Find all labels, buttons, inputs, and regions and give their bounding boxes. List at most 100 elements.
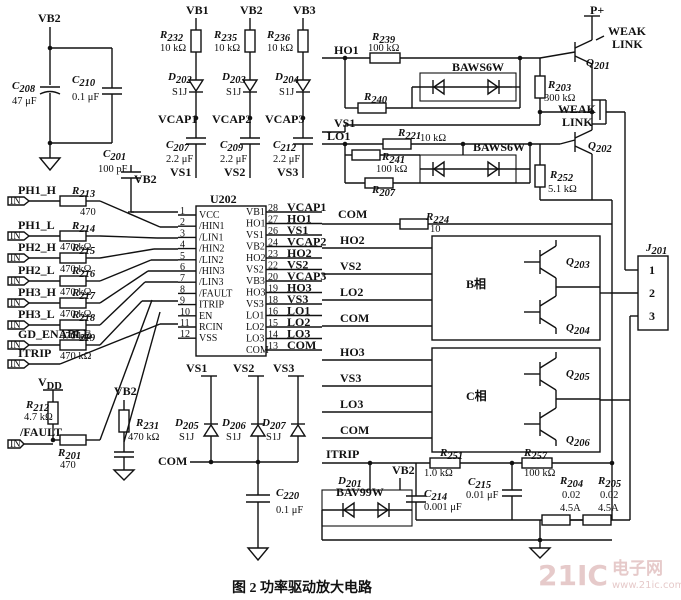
diode-value: S1J: [226, 432, 241, 443]
pin-name: COM: [246, 345, 269, 356]
r224-value: 10: [430, 224, 441, 235]
net-label-lo2: LO2: [340, 285, 363, 299]
c220-capacitor: COM C220 0.1 μF: [158, 454, 303, 562]
ic-pin-8: 8/FAULT: [178, 284, 232, 299]
resistor-ref: R216: [71, 265, 96, 280]
pin-name: EN: [199, 311, 212, 322]
ic-pin-7: 7/LIN3: [178, 273, 223, 288]
pin-number: 10: [180, 307, 190, 318]
net-label-vs3: VS3: [340, 371, 361, 385]
in-tag: IN: [10, 359, 21, 370]
pin-number: 1: [180, 206, 185, 217]
vs-net-label: VS3: [273, 361, 294, 375]
j201-ref: J201: [645, 242, 667, 257]
pin-number: 8: [180, 284, 185, 295]
c220-value: 0.1 μF: [276, 505, 303, 516]
vb2-rail-label: VB2: [38, 11, 61, 25]
resistor-value: 470 kΩ: [60, 242, 92, 253]
rail-label: VB1: [186, 3, 209, 17]
net-label: VCAP2: [287, 235, 326, 249]
vcap-label: VCAP3: [265, 112, 304, 126]
net-label-ho2: HO2: [340, 233, 365, 247]
com-label-a: COM: [338, 207, 367, 221]
vs1-label: VS1: [334, 116, 355, 130]
vb2-net-label-c201: VB2: [134, 172, 157, 186]
c201-ref: C201: [103, 148, 126, 163]
net-label: LO3: [287, 327, 310, 341]
pin-name: /HIN2: [199, 244, 225, 255]
phase-title: C相: [466, 388, 487, 403]
pin-number: 23: [268, 249, 278, 260]
resistor-ref: R232: [159, 29, 184, 44]
pin-number: 26: [268, 226, 278, 237]
capacitor-value: 2.2 μF: [220, 154, 247, 165]
diode-ref: D204: [274, 71, 299, 86]
r203-ref: R203: [547, 79, 571, 94]
c215-value: 0.01 μF: [466, 490, 499, 501]
input-label: ITRIP: [18, 346, 51, 360]
baws-label-1: BAWS6W: [452, 60, 504, 74]
diode-ref: D205: [174, 417, 199, 432]
pin-name: /HIN1: [199, 221, 225, 232]
watermark-logo: 21IC 电子网 www.21ic.com: [538, 558, 681, 592]
r239-value: 100 kΩ: [368, 43, 400, 54]
baws-label-2: BAWS6W: [473, 140, 525, 154]
net-label: LO2: [287, 315, 310, 329]
in-tag: IN: [10, 340, 21, 351]
r204-current: 4.5A: [560, 503, 581, 514]
fault-section: VDD R212 4.7 kΩ /FAULT IN R201 470 VB2 R…: [7, 299, 161, 481]
input-port-icon: [7, 276, 31, 286]
j201-pin-2: 2: [649, 286, 655, 300]
weak-label-1: WEAK: [608, 24, 647, 38]
resistor-value: 470 kΩ: [60, 351, 92, 362]
net-label-com: COM: [340, 311, 369, 325]
ic-pin-2: 2/HIN1: [178, 217, 225, 232]
r224-ref: R224: [425, 211, 449, 226]
a-phase-driver: P+ WEAK LINK Q201 HO1 R239 100 kΩ BAWS6W: [322, 3, 647, 520]
capacitor-value: 2.2 μF: [166, 154, 193, 165]
transistor-ref: Q205: [566, 368, 590, 383]
pin-name: /HIN3: [199, 266, 225, 277]
net-label: HO1: [287, 212, 312, 226]
vdd-label: VDD: [38, 375, 62, 392]
d201-ref: D201: [337, 475, 362, 490]
rail-label: VB3: [293, 3, 316, 17]
net-label: VS1: [287, 223, 308, 237]
pin-number: 24: [268, 238, 278, 249]
vcap-label: VCAP2: [212, 112, 251, 126]
cap-net-label: VS3: [277, 165, 298, 179]
ic-pin-6: 6/HIN3: [178, 262, 225, 277]
pin-name: VB2: [246, 242, 265, 253]
itrip-label-right: ITRIP: [326, 447, 359, 461]
c220-ref: C220: [276, 487, 300, 502]
transistor-ref: Q203: [566, 256, 590, 271]
pin-number: 20: [268, 272, 278, 283]
input-label: PH3_L: [18, 307, 55, 321]
cap-net-label: VS1: [170, 165, 191, 179]
rail-label: VB2: [240, 3, 263, 17]
r205-current: 4.5A: [598, 503, 619, 514]
r205-value: 0.02: [600, 490, 618, 501]
diode-value: S1J: [172, 87, 187, 98]
ground-icon: [38, 157, 62, 172]
resistor-value: 10 kΩ: [160, 43, 186, 54]
c208-ref: C208: [12, 80, 36, 95]
resistor-value: 470 kΩ: [60, 331, 92, 342]
resistor-ref: R217: [71, 287, 96, 302]
j201-pin-1: 1: [649, 263, 655, 277]
resistor-ref: R214: [71, 220, 95, 235]
ic-pin-3: 3/LIN1: [178, 228, 223, 243]
